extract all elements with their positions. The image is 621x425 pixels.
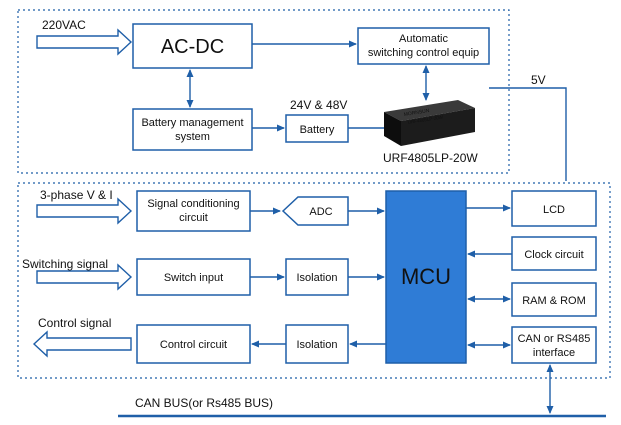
control-section-frame xyxy=(17,182,611,379)
signal-conditioning-label-1: Signal conditioning xyxy=(147,198,239,210)
control-circuit-block xyxy=(136,324,251,364)
isolation-block-1 xyxy=(285,258,349,296)
signal-conditioning-label-2: circuit xyxy=(179,212,208,224)
clock-label: Clock circuit xyxy=(524,249,583,261)
ram-rom-label: RAM & ROM xyxy=(522,295,586,307)
control-circuit-label: Control circuit xyxy=(160,339,227,351)
switch-input-block xyxy=(136,258,251,296)
battery-label: Battery xyxy=(300,124,335,136)
battery-block xyxy=(285,114,349,143)
control-signal-label: Control signal xyxy=(38,316,111,330)
switch-input-label: Switch input xyxy=(164,272,223,284)
five-v-wire xyxy=(489,87,567,181)
ac-input-label: 220VAC xyxy=(42,18,86,32)
clock-block xyxy=(511,236,597,271)
ac-dc-block xyxy=(132,23,253,69)
isolation-label-2: Isolation xyxy=(297,339,338,351)
module-part-print: URF4805LP-20W xyxy=(407,114,444,125)
can-bus-label: CAN BUS(or Rs485 BUS) xyxy=(135,396,273,410)
auto-switch-label-1: Automatic xyxy=(399,33,448,45)
mcu-label: MCU xyxy=(401,264,451,289)
auto-switch-label-2: switching control equip xyxy=(368,47,479,59)
auto-switch-block xyxy=(357,27,490,65)
voltage-label: 24V & 48V xyxy=(290,98,347,112)
module-part-label: URF4805LP-20W xyxy=(383,151,478,165)
lcd-label: LCD xyxy=(543,204,565,216)
power-section-frame xyxy=(17,9,510,174)
adc-label: ADC xyxy=(309,206,332,218)
isolation-block-2 xyxy=(285,324,349,364)
lcd-block xyxy=(511,190,597,227)
switching-signal-arrow xyxy=(36,263,133,291)
switching-signal-label: Switching signal xyxy=(22,257,108,271)
three-phase-label: 3-phase V & I xyxy=(40,188,113,202)
ac-input-arrow xyxy=(36,28,133,56)
can-rs485-label-2: interface xyxy=(533,347,575,359)
isolation-label-1: Isolation xyxy=(297,272,338,284)
battery-mgmt-label-2: system xyxy=(175,131,210,143)
signal-conditioning-block xyxy=(136,190,251,232)
can-rs485-block xyxy=(511,326,597,364)
ac-dc-label: AC-DC xyxy=(161,36,224,58)
can-rs485-label-1: CAN or RS485 xyxy=(518,333,591,345)
urf-module-image: MORNSUN URF4805LP-20W xyxy=(384,100,475,146)
control-signal-arrow xyxy=(32,330,132,358)
module-brand-print: MORNSUN xyxy=(403,108,430,118)
three-phase-arrow xyxy=(36,197,133,225)
ram-rom-block xyxy=(511,282,597,317)
mcu-block xyxy=(385,190,467,364)
five-v-label: 5V xyxy=(531,73,546,87)
battery-mgmt-label-1: Battery management xyxy=(141,117,243,129)
battery-mgmt-block xyxy=(132,108,253,151)
